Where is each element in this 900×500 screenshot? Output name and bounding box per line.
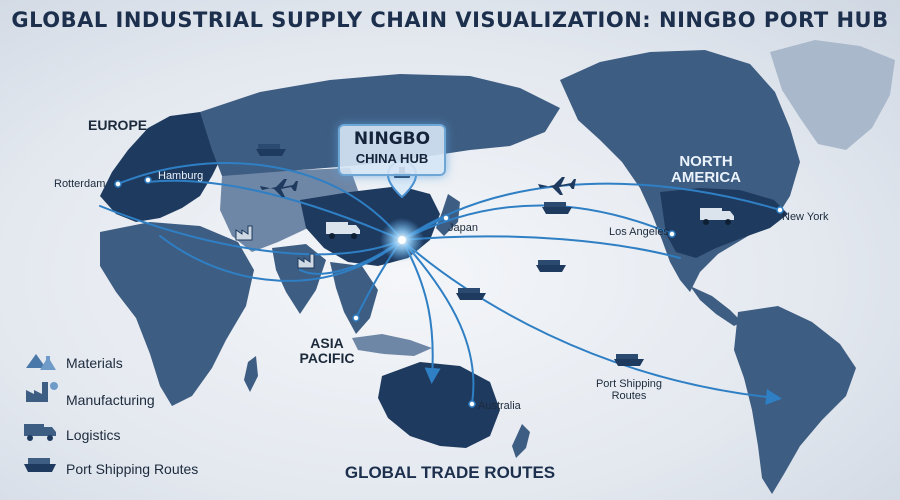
legend-item-port-shipping-routes: Port Shipping Routes	[22, 455, 198, 483]
city-hamburg: Hamburg	[158, 170, 204, 182]
legend-label-manufacturing: Manufacturing	[66, 392, 155, 408]
hub-name: NINGBO	[353, 129, 431, 149]
landmass-new-zealand	[512, 424, 530, 458]
legend-icons	[24, 354, 58, 472]
factory-icons	[235, 225, 315, 269]
route-ningbo-los-angeles	[401, 204, 673, 241]
landmasses	[100, 40, 895, 494]
ship-icon	[536, 260, 566, 272]
landmass-indonesia	[352, 334, 432, 356]
landmass-usa	[660, 188, 788, 258]
landmass-australia	[378, 362, 500, 448]
logistics-icon	[24, 424, 56, 441]
ship-icon	[256, 144, 286, 156]
region-north-america: NORTH AMERICA	[671, 153, 741, 186]
city-rotterdam: Rotterdam	[54, 178, 106, 190]
plane-icon	[260, 179, 298, 197]
route-ningbo-south-america	[401, 239, 782, 405]
dot-hamburg	[144, 176, 152, 184]
route-ningbo-australia-east	[401, 239, 475, 405]
city-australia: Australia	[478, 400, 521, 412]
city-dots	[114, 176, 784, 408]
map-title: GLOBAL INDUSTRIAL SUPPLY CHAIN VISUALIZA…	[11, 8, 889, 32]
ship-icon	[24, 458, 56, 472]
city-los-angeles: Los Angeles	[609, 226, 669, 238]
dot-los-angeles	[668, 230, 676, 238]
route-ningbo-mediterranean	[159, 235, 403, 282]
landmass-europe	[100, 112, 224, 222]
region-europe: EUROPE	[88, 117, 148, 133]
label-port-shipping-routes: Port Shipping Routes	[595, 378, 663, 403]
legend-label-materials: Materials	[66, 355, 123, 371]
region-asia-pacific: ASIA PACIFIC	[299, 335, 355, 366]
hub-dot	[398, 236, 406, 244]
landmass-greenland	[770, 40, 895, 150]
ship-icon	[456, 288, 486, 300]
landmass-madagascar	[244, 356, 258, 392]
legend-item-manufacturing: Manufacturing	[22, 386, 155, 414]
landmass-central-america	[690, 286, 742, 326]
landmass-africa	[100, 222, 254, 406]
landmass-south-america	[734, 306, 856, 494]
city-japan: Japan	[448, 222, 478, 234]
city-new-york: New York	[782, 211, 829, 223]
route-ningbo-los-angeles-south	[401, 235, 681, 259]
landmass-southeast-asia	[330, 262, 378, 334]
ship-icon	[542, 202, 572, 214]
ship-icon	[614, 354, 644, 366]
legend-item-materials: Materials	[22, 349, 123, 377]
materials-icon	[26, 354, 56, 370]
legend-item-logistics: Logistics	[22, 421, 120, 449]
legend-label-port-shipping-routes: Port Shipping Routes	[66, 461, 199, 477]
dot-new-york	[776, 206, 784, 214]
truck-icons	[326, 208, 734, 239]
factory-icon	[235, 225, 253, 241]
manufacturing-icon	[26, 382, 58, 402]
hub-label-box: NINGBO CHINA HUB	[338, 124, 446, 176]
plane-icons	[260, 177, 576, 197]
route-ningbo-rotterdam-south	[99, 205, 403, 256]
route-ningbo-new-york	[401, 182, 781, 241]
plane-icon	[538, 177, 576, 195]
truck-icon	[326, 222, 360, 239]
dot-australia	[468, 400, 476, 408]
factory-icon	[297, 253, 315, 269]
legend-label-logistics: Logistics	[66, 427, 121, 443]
ship-icons	[256, 144, 644, 366]
dot-japan	[442, 214, 450, 222]
dot-sea	[352, 314, 360, 322]
route-ningbo-rotterdam-north	[117, 162, 403, 241]
truck-icon	[700, 208, 734, 225]
hub-subtitle: CHINA HUB	[355, 151, 429, 166]
footer-title: GLOBAL TRADE ROUTES	[344, 463, 556, 482]
landmass-central-asia	[220, 168, 360, 252]
dot-rotterdam	[114, 180, 122, 188]
route-ningbo-hamburg	[147, 179, 403, 241]
